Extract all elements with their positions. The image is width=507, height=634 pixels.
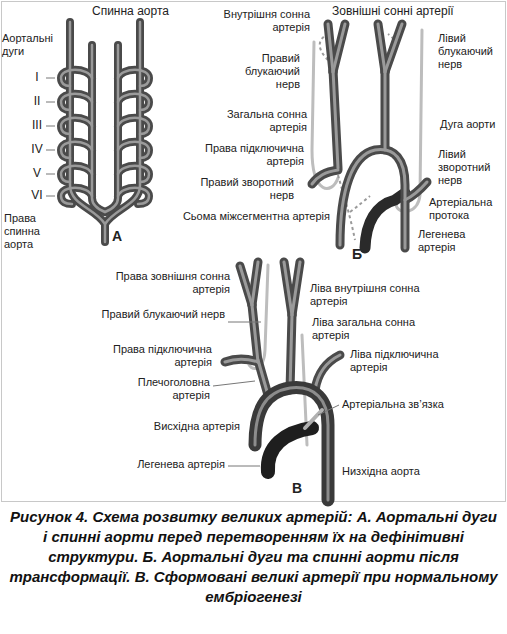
- part-label: Ліва підключична артерія: [350, 348, 460, 374]
- callout-number: III: [30, 118, 44, 132]
- part-label: Права зовнішня сонна артерія: [108, 270, 230, 296]
- part-label: Артеріальна протока: [429, 196, 504, 222]
- callout-number: II: [30, 94, 44, 108]
- part-label: Лівий зворотний нерв: [438, 148, 504, 187]
- panel-letter: Б: [352, 246, 368, 263]
- part-label: Спинна аорта: [92, 4, 182, 18]
- part-label: Лівий блукаючий нерв: [438, 32, 504, 71]
- part-label: Аортальні дуги: [2, 32, 60, 58]
- part-label: Правий зворотний нерв: [199, 176, 294, 202]
- panel-letter: В: [292, 480, 312, 497]
- panel-letter: А: [112, 228, 132, 245]
- part-label: Права підключична артерія: [100, 343, 212, 369]
- callout-number: V: [30, 166, 44, 180]
- callout-number: IV: [30, 142, 44, 156]
- part-label: Дуга аорти: [440, 118, 504, 131]
- part-label: Артеріальна зв’язка: [342, 398, 482, 411]
- part-label: Легенева артерія: [110, 458, 225, 471]
- part-label: Ліва загальна сонна артерія: [312, 316, 432, 342]
- part-label: Зовнішні сонні артерії: [332, 4, 504, 18]
- part-label: Висхідна артерія: [90, 420, 240, 433]
- figure-caption: Рисунок 4. Схема розвитку великих артері…: [6, 507, 501, 607]
- callout-number: I: [30, 70, 44, 84]
- part-label: Ліва внутрішня сонна артерія: [310, 282, 430, 308]
- part-label: Правий блукаючий нерв: [100, 308, 225, 321]
- part-label: Плечоголовна артерія: [100, 376, 210, 402]
- part-label: Легенева артерія: [418, 228, 498, 254]
- part-label: Права спинна аорта: [4, 212, 66, 251]
- part-label: Права підключична артерія: [189, 142, 304, 168]
- part-label: Правий блукаючий нерв: [230, 52, 300, 91]
- part-label: Сьома міжсегментна артерія: [140, 210, 330, 223]
- callout-number: VI: [30, 188, 44, 202]
- part-label: Внутрішня сонна артерія: [218, 8, 310, 34]
- part-label: Загальна сонна артерія: [215, 108, 307, 134]
- part-label: Низхідна аорта: [342, 465, 462, 478]
